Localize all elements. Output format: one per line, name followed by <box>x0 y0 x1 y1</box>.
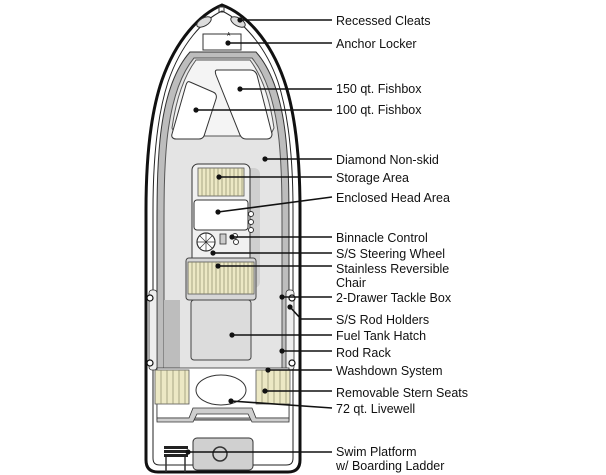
storage-cushion-stripes <box>201 168 243 196</box>
leader-dot-fuel-tank-hatch <box>229 332 235 338</box>
label-reversible-chair-line2: Chair <box>336 276 366 290</box>
reversible-chair-cushion <box>187 261 255 295</box>
label-washdown-system: Washdown System <box>336 364 443 378</box>
label-rod-rack: Rod Rack <box>336 346 391 360</box>
leader-dot-rod-holders <box>287 304 293 310</box>
label-anchor-locker: Anchor Locker <box>336 37 417 51</box>
side-shadow-port <box>164 300 180 368</box>
gauge-2-icon <box>248 219 254 225</box>
label-binnacle-control: Binnacle Control <box>336 231 428 245</box>
anchor-locker-hatch <box>202 33 242 51</box>
leader-dot-swim-platform <box>185 449 191 455</box>
rod-holder-icon <box>288 294 296 302</box>
leader-dot-storage-area <box>216 174 222 180</box>
binnacle-control-icon <box>219 233 227 245</box>
rod-holder-icon <box>146 294 154 302</box>
label-reversible-chair: Stainless Reversible <box>336 262 450 276</box>
transom <box>156 407 290 423</box>
leader-dot-washdown-system <box>265 367 271 373</box>
label-fishbox-150: 150 qt. Fishbox <box>336 82 422 96</box>
label-enclosed-head-area: Enclosed Head Area <box>336 191 450 205</box>
swim-platform <box>192 437 254 471</box>
label-tackle-box: 2-Drawer Tackle Box <box>336 291 452 305</box>
leader-line-livewell <box>230 400 333 409</box>
label-swim-platform-line2: w/ Boarding Ladder <box>336 459 445 473</box>
boarding-ladder-icon <box>164 446 188 472</box>
leader-dot-fishbox-100 <box>193 107 199 113</box>
leader-line-rod-holders <box>289 306 332 320</box>
stern <box>154 367 291 472</box>
label-fuel-tank-hatch: Fuel Tank Hatch <box>336 329 427 343</box>
leader-dot-enclosed-head-area <box>215 209 221 215</box>
label-storage-area: Storage Area <box>336 171 409 185</box>
rod-holder-icon <box>288 359 296 367</box>
gauge-1-icon <box>248 211 254 217</box>
leader-line-enclosed-head-area <box>217 196 333 213</box>
drain-icon <box>212 446 228 462</box>
leader-lines <box>185 17 333 455</box>
leader-dot-diamond-non-skid <box>262 156 268 162</box>
label-recessed-cleats: Recessed Cleats <box>336 14 431 28</box>
label-swim-platform: Swim Platform <box>336 445 417 459</box>
leader-dot-livewell <box>228 398 234 404</box>
center-console <box>185 163 260 301</box>
leader-dot-anchor-locker <box>225 40 231 46</box>
rod-rack-starboard <box>285 289 295 371</box>
label-rod-holders: S/S Rod Holders <box>336 313 430 327</box>
label-steering-wheel: S/S Steering Wheel <box>336 247 446 261</box>
leader-dot-binnacle-control <box>229 234 235 240</box>
livewell-lid <box>195 374 247 406</box>
anchor-symbol-icon: A <box>227 32 231 38</box>
steering-wheel-spokes <box>197 233 215 251</box>
cleat-port-icon <box>196 16 212 28</box>
label-stern-seats: Removable Stern Seats <box>336 386 469 400</box>
switch-2-icon <box>233 239 239 245</box>
stern-seat-stripes <box>160 370 287 404</box>
leader-dot-reversible-chair <box>215 263 221 269</box>
aft-deck <box>146 289 296 371</box>
head-area-hatch <box>193 199 249 231</box>
leader-dot-tackle-box <box>279 294 285 300</box>
fuel-tank-hatch-panel <box>190 299 252 361</box>
label-livewell: 72 qt. Livewell <box>336 402 416 416</box>
fishbox-150-lid <box>214 69 273 140</box>
bow-light-icon <box>218 6 225 13</box>
label-diamond-non-skid: Diamond Non-skid <box>336 153 439 167</box>
label-fishbox-100: 100 qt. Fishbox <box>336 103 422 117</box>
gauge-3-icon <box>248 227 254 233</box>
leader-dot-recessed-cleats <box>237 17 243 23</box>
leader-dot-steering-wheel <box>210 250 216 256</box>
leader-dot-rod-rack <box>279 348 285 354</box>
leader-dot-stern-seats <box>262 388 268 394</box>
storage-cushion <box>197 167 245 197</box>
stern-seat-port <box>154 369 190 405</box>
rod-rack-port <box>148 289 158 371</box>
stern-seat-starboard <box>255 369 291 405</box>
leader-dot-fishbox-150 <box>237 86 243 92</box>
rod-holder-icon <box>146 359 154 367</box>
